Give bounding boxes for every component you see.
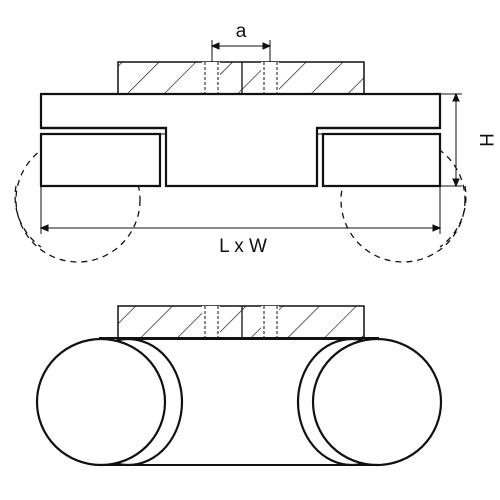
dimension-lxw-label: L x W <box>219 236 267 257</box>
left-housing <box>39 132 162 188</box>
right-housing <box>321 132 442 188</box>
dimension-lxw <box>39 186 442 234</box>
right-lamp-cylinder <box>296 337 443 467</box>
left-lamp-cylinder <box>35 337 184 467</box>
dimension-a <box>210 40 272 62</box>
dimension-a-label: a <box>236 21 247 42</box>
dimension-h-label: H <box>475 133 496 147</box>
bottom-view <box>35 305 443 467</box>
mounting-plate-3d <box>117 305 365 339</box>
dimension-h <box>440 92 462 188</box>
mounting-plate <box>117 61 365 95</box>
top-view: a H L x W <box>14 21 496 263</box>
